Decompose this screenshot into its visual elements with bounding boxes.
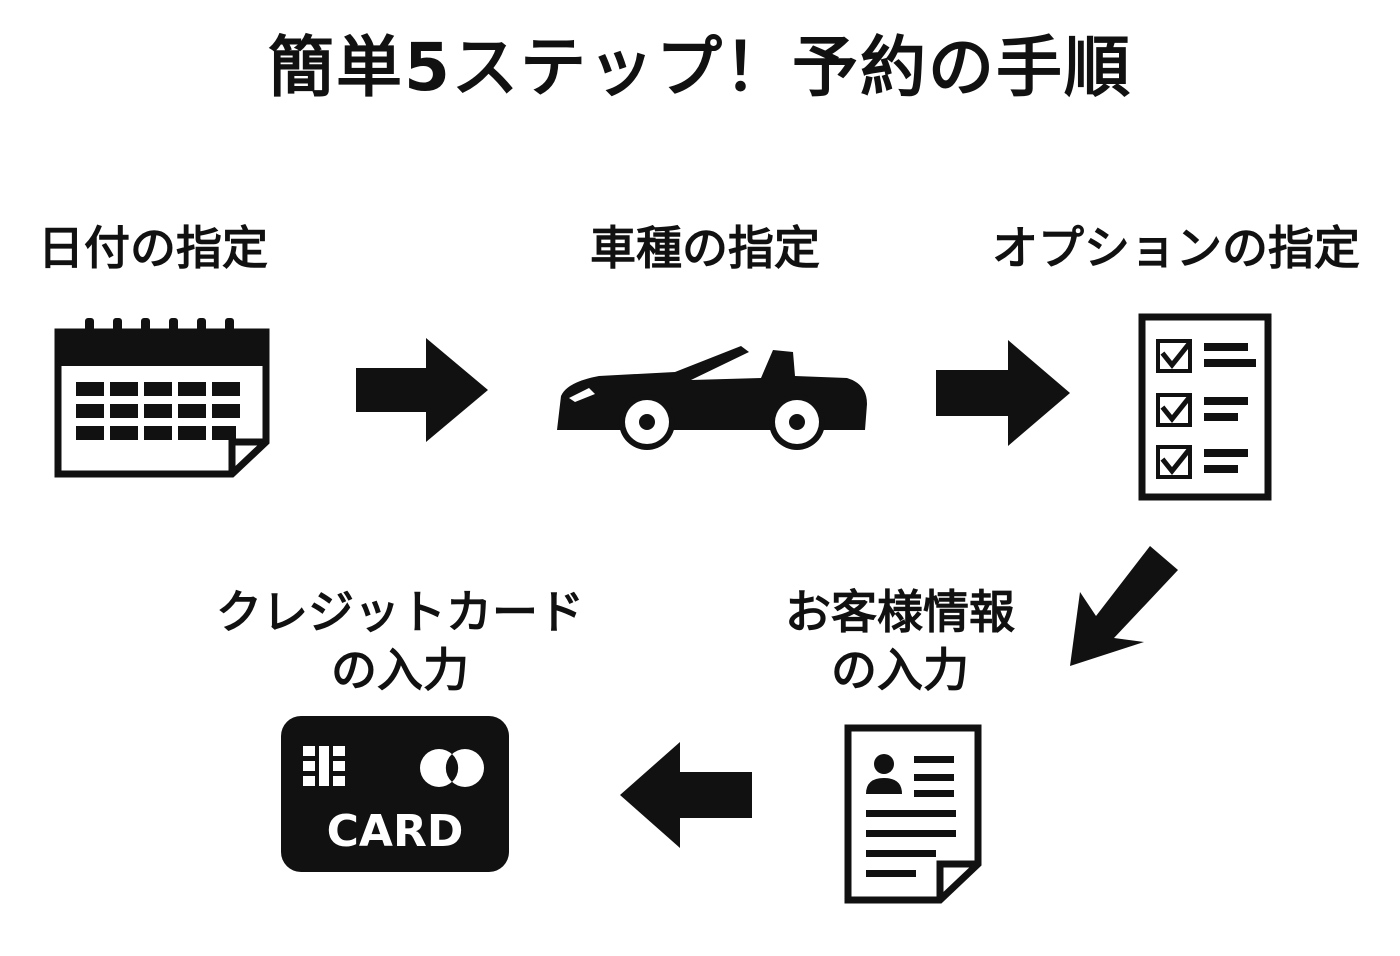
step-5-label-line1: クレジットカード [216, 585, 584, 639]
calendar-icon [54, 318, 270, 478]
arrow-left [620, 742, 752, 848]
arrow-right-2 [936, 340, 1070, 446]
card-chip-icon [303, 746, 345, 786]
step-5-label-line2: の入力 [331, 643, 469, 697]
page-title: 簡単5ステップ！予約の手順 [268, 29, 1132, 106]
step-3-label: オプションの指定 [992, 221, 1360, 275]
card-label: CARD [327, 806, 464, 857]
step-1-label: 日付の指定 [38, 221, 268, 275]
checklist-icon [1138, 313, 1272, 501]
step-2-label: 車種の指定 [590, 221, 820, 275]
arrow-right-1 [356, 338, 488, 442]
profile-document-icon [844, 724, 982, 904]
step-4-label-line1: お客様情報 [785, 585, 1015, 639]
arrow-down-left [1070, 546, 1178, 666]
car-icon [557, 346, 867, 450]
step-4-label-line2: の入力 [831, 643, 969, 697]
credit-card-icon: CARD [281, 716, 509, 872]
